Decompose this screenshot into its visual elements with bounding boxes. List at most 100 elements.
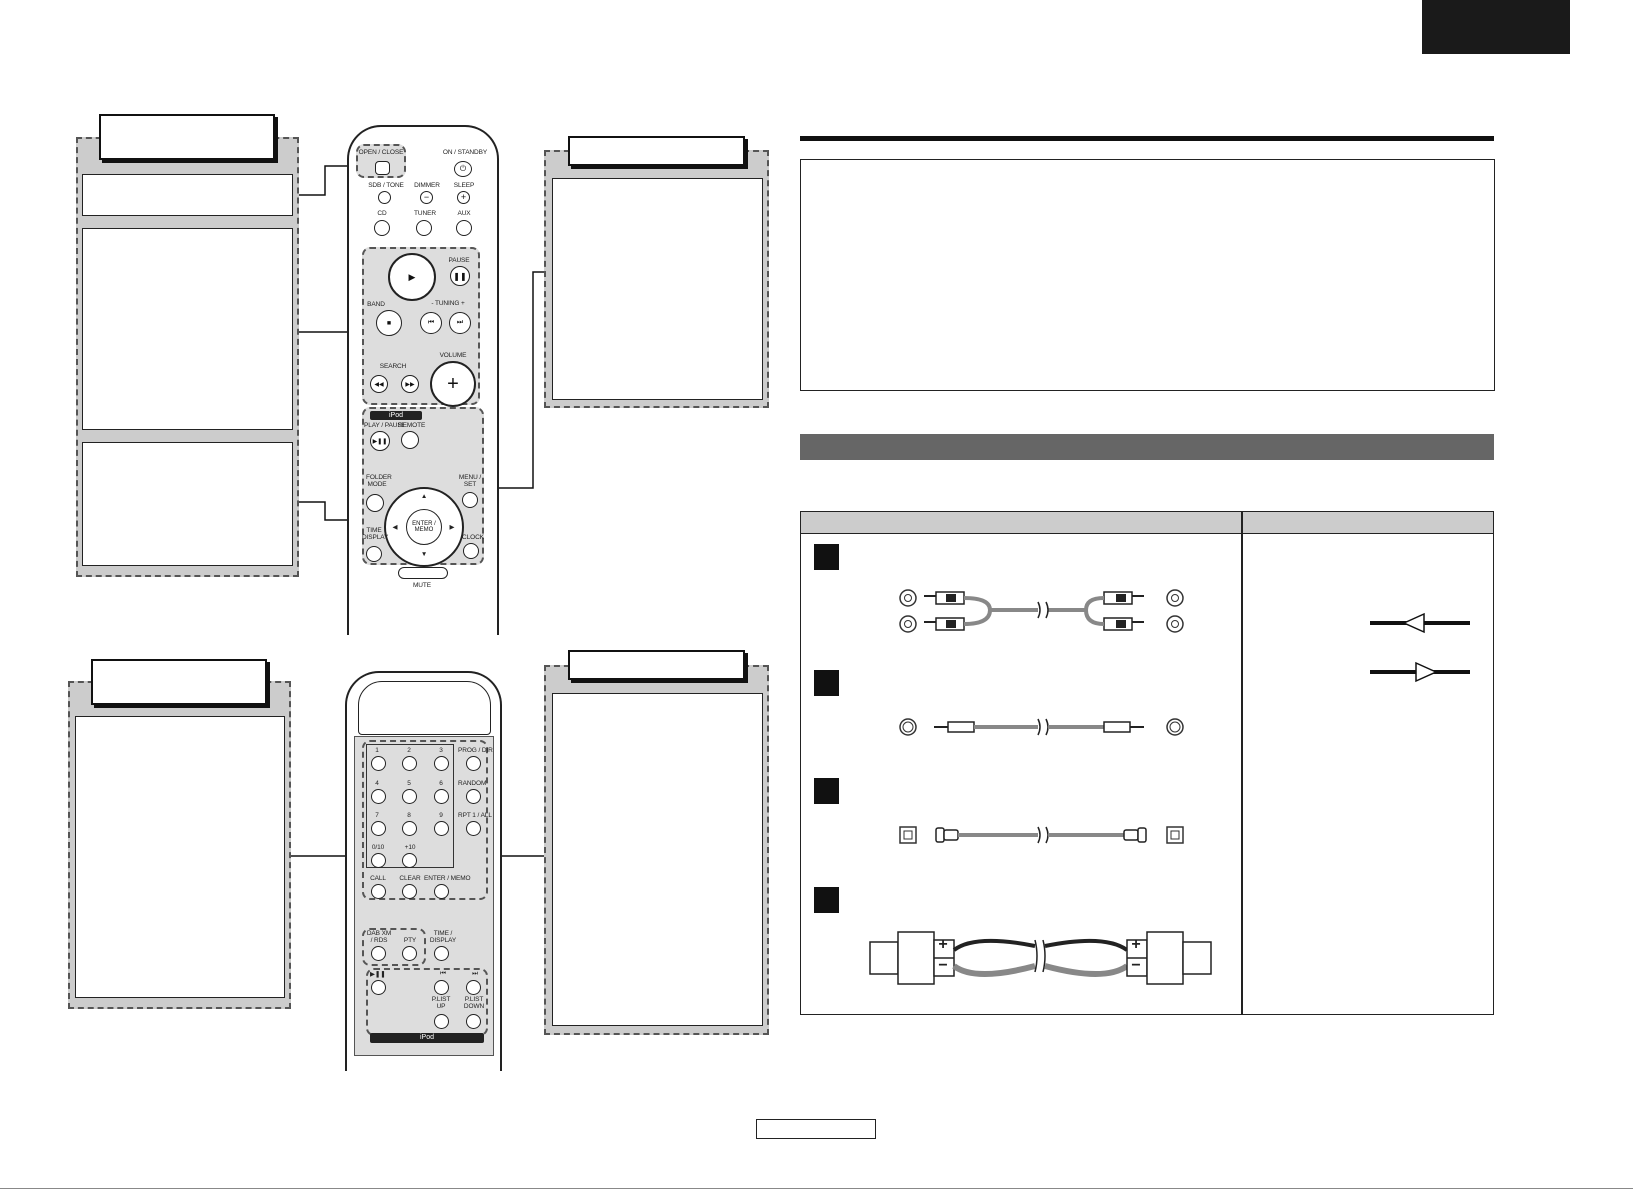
clear-button[interactable] [402, 884, 417, 899]
cable-marker-3 [814, 778, 839, 804]
sdb-tone-label: SDB / TONE [368, 182, 404, 189]
enter-memo-button[interactable]: ENTER / MEMO [406, 509, 442, 545]
nav-up-arrow-icon[interactable]: ▲ [420, 493, 428, 500]
ipod-prev-icon: ⏮ [440, 970, 446, 977]
key-5-button[interactable] [402, 789, 417, 804]
pty-label: PTY [403, 937, 417, 944]
enter-memo-bottom-button[interactable] [434, 884, 449, 899]
callout-title-tab-bottom-right [568, 650, 745, 680]
sdb-tone-button[interactable] [378, 191, 391, 204]
ipod-play-pause-button[interactable]: ▶❚❚ [370, 431, 390, 451]
call-label: CALL [370, 875, 386, 882]
remote-button[interactable] [401, 431, 419, 449]
tuner-label: TUNER [414, 210, 436, 217]
nav-down-arrow-icon[interactable]: ▼ [420, 551, 428, 558]
rewind-icon: ◀◀ [374, 381, 384, 388]
dimmer-label: DIMMER [414, 182, 440, 189]
key-3-label: 3 [439, 747, 443, 754]
key-plus-10-button[interactable] [402, 853, 417, 868]
callout-title-tab-top-left [99, 114, 275, 160]
nav-right-arrow-icon[interactable]: ▶ [449, 524, 455, 531]
time-display-button[interactable] [366, 546, 382, 562]
ipod-bottom-play-button[interactable] [371, 980, 386, 995]
key-2-label: 2 [407, 747, 411, 754]
speaker-left-minus: − [938, 957, 948, 974]
skip-back-button[interactable]: ⏮ [420, 312, 442, 334]
callout-box-keypad [75, 716, 285, 998]
clock-button[interactable] [463, 543, 479, 559]
plist-up-button[interactable] [434, 1014, 449, 1029]
volume-label: VOLUME [439, 352, 467, 359]
minijack-cable-illustration [899, 718, 1184, 736]
open-close-button[interactable] [375, 161, 390, 175]
optical-cable-illustration [899, 826, 1184, 844]
repeat-button[interactable] [466, 821, 481, 836]
dab-button[interactable] [371, 946, 386, 961]
pause-button[interactable]: ❚❚ [450, 266, 470, 286]
sleep-button[interactable]: + [457, 191, 470, 204]
callout-box-functions [552, 693, 763, 1026]
folder-mode-button[interactable] [366, 494, 384, 512]
dab-label: DAB XM / RDS [366, 930, 392, 944]
play-button[interactable]: ▶ [388, 253, 436, 301]
key-9-label: 9 [439, 812, 443, 819]
menu-set-button[interactable] [462, 492, 478, 508]
search-forward-button[interactable]: ▶▶ [401, 375, 419, 393]
section-header-bar [800, 434, 1494, 460]
pty-button[interactable] [402, 946, 417, 961]
volume-up-button[interactable]: + [430, 361, 476, 407]
key-4-button[interactable] [371, 789, 386, 804]
key-2-button[interactable] [402, 756, 417, 771]
cd-button[interactable] [374, 220, 390, 236]
mute-button[interactable] [398, 567, 448, 579]
call-button[interactable] [371, 884, 386, 899]
pause-icon: ❚❚ [453, 271, 467, 281]
pause-label: PAUSE [448, 257, 470, 264]
dimmer-button[interactable]: − [420, 191, 433, 204]
search-back-button[interactable]: ◀◀ [370, 375, 388, 393]
ipod-next-button[interactable] [466, 980, 481, 995]
time-display-bottom-label: TIME / DISPLAY [429, 930, 457, 944]
band-label: BAND [367, 301, 385, 308]
enter-memo-label: ENTER / MEMO [412, 521, 436, 533]
open-close-label: OPEN / CLOSE [358, 149, 404, 156]
arrow-right-icon [1415, 661, 1438, 683]
stop-button[interactable]: ■ [376, 310, 402, 336]
key-0-10-button[interactable] [371, 853, 386, 868]
skip-back-icon: ⏮ [427, 319, 435, 326]
power-icon: ⏻ [459, 164, 467, 173]
page-number-box [756, 1119, 876, 1139]
prog-dir-label: PROG / DIR [458, 747, 493, 754]
tuner-button[interactable] [416, 220, 432, 236]
repeat-label: RPT 1 / ALL [458, 812, 492, 819]
time-display-bottom-button[interactable] [434, 946, 449, 961]
key-plus-10-label: +10 [404, 844, 416, 851]
clear-label: CLEAR [399, 875, 421, 882]
fast-forward-icon: ▶▶ [405, 381, 415, 388]
time-display-label: TIME DISPLAY [362, 527, 389, 541]
random-button[interactable] [466, 789, 481, 804]
prog-dir-button[interactable] [466, 756, 481, 771]
aux-label: AUX [457, 210, 471, 217]
menu-set-label: MENU / SET [458, 474, 482, 488]
connection-table-divider [1241, 512, 1243, 1014]
remote-ir-window [358, 681, 491, 735]
key-9-button[interactable] [434, 821, 449, 836]
key-3-button[interactable] [434, 756, 449, 771]
key-1-label: 1 [375, 747, 379, 754]
ipod-prev-button[interactable] [434, 980, 449, 995]
aux-button[interactable] [456, 220, 472, 236]
key-7-button[interactable] [371, 821, 386, 836]
ipod-bottom-label: iPod [370, 1033, 484, 1043]
key-6-button[interactable] [434, 789, 449, 804]
page-corner-tab [1422, 0, 1570, 54]
key-8-button[interactable] [402, 821, 417, 836]
nav-left-arrow-icon[interactable]: ◀ [392, 524, 398, 531]
arrow-left-icon [1402, 612, 1425, 634]
key-1-button[interactable] [371, 756, 386, 771]
speaker-left-plus: + [938, 936, 948, 953]
skip-forward-button[interactable]: ⏭ [449, 312, 471, 334]
on-standby-button[interactable]: ⏻ [454, 161, 472, 177]
rca-stereo-cable-illustration [899, 589, 1184, 633]
plist-down-button[interactable] [466, 1014, 481, 1029]
